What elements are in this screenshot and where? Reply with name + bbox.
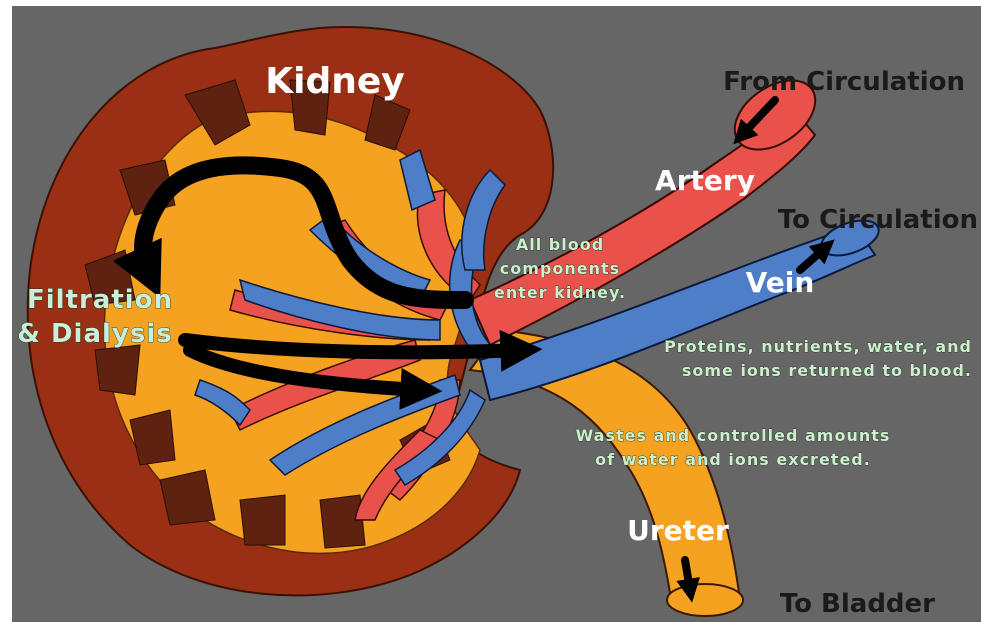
label-artery: Artery: [655, 164, 755, 197]
label-to-bladder: To Bladder: [780, 589, 935, 619]
label-from-circulation: From Circulation: [723, 67, 965, 97]
ureter-opening: [667, 584, 743, 616]
pyramid-8: [160, 470, 215, 525]
note-excreted-line1: Wastes and controlled amounts: [576, 426, 891, 445]
label-filtration-line2: & Dialysis: [17, 319, 173, 349]
note-returned-line1: Proteins, nutrients, water, and: [664, 337, 972, 356]
note-blood-line2: components: [500, 259, 620, 278]
label-ureter: Ureter: [627, 514, 729, 547]
pyramid-10: [320, 495, 365, 548]
label-to-circulation: To Circulation: [778, 205, 978, 235]
note-returned-line2: some ions returned to blood.: [682, 361, 972, 380]
top-border: [0, 0, 981, 6]
note-excreted-line2: of water and ions excreted.: [595, 450, 871, 469]
note-blood-line1: All blood: [516, 235, 604, 254]
left-border: [0, 0, 12, 622]
pyramid-6: [95, 345, 140, 395]
label-vein: Vein: [746, 266, 815, 299]
note-blood-line3: enter kidney.: [494, 283, 626, 302]
ureter-out-arrow: [685, 560, 690, 590]
label-filtration-line1: Filtration: [27, 285, 173, 315]
title-kidney: Kidney: [265, 61, 405, 102]
pyramid-9: [240, 495, 285, 545]
